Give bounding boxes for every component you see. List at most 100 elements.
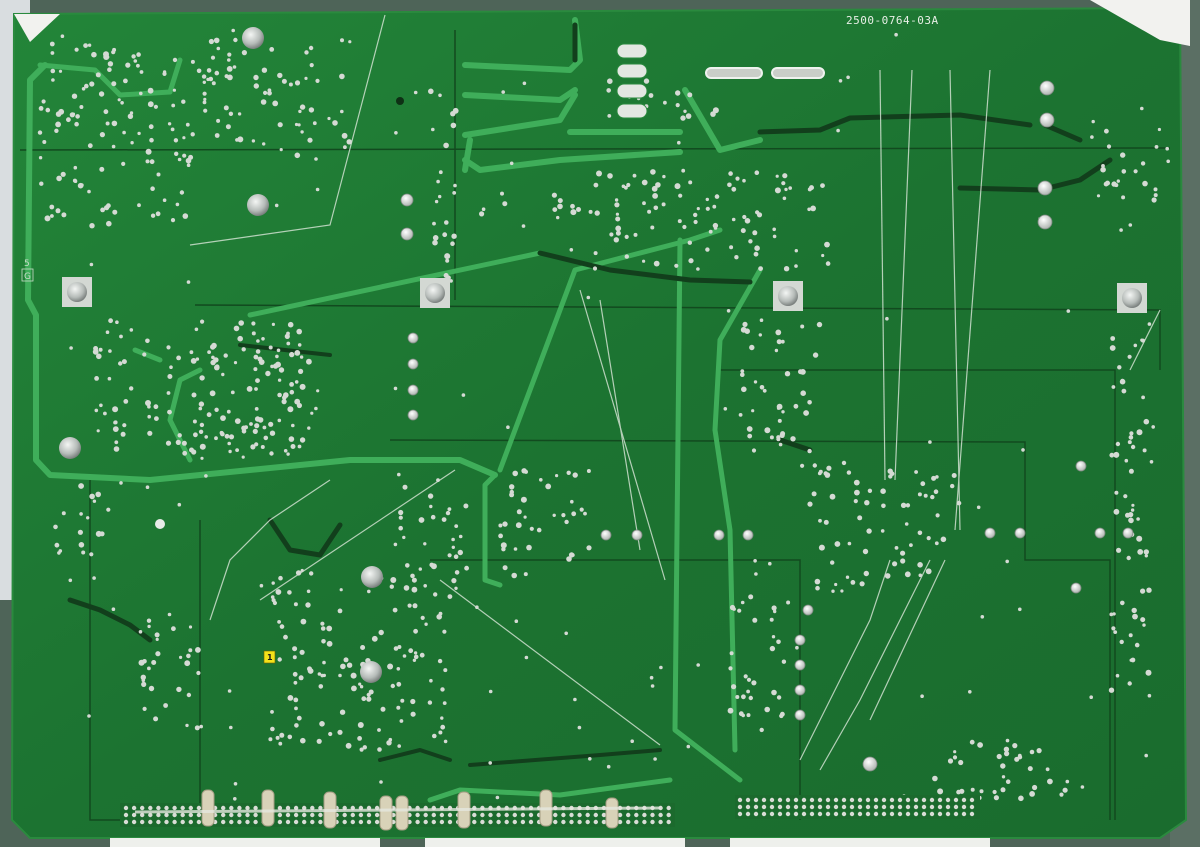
via-dot xyxy=(89,552,94,557)
via-dot xyxy=(552,207,558,213)
via-dot xyxy=(674,183,681,190)
via-dot xyxy=(263,90,268,95)
via-dot xyxy=(1117,365,1122,370)
via-dot xyxy=(150,213,156,218)
via-dot xyxy=(438,170,443,175)
via-dot xyxy=(315,78,320,83)
via-dot xyxy=(263,435,269,441)
via-dot xyxy=(396,705,401,710)
via-dot xyxy=(661,202,666,207)
via-dot xyxy=(432,239,438,246)
connector-pin xyxy=(769,797,775,803)
via-dot xyxy=(202,80,206,85)
via-dot xyxy=(199,443,206,450)
via-dot xyxy=(55,208,61,214)
via-dot xyxy=(396,667,401,671)
connector-pin xyxy=(921,797,927,803)
via-dot xyxy=(154,632,160,638)
via-dot xyxy=(1147,693,1152,698)
via-dot xyxy=(281,399,287,405)
via-dot xyxy=(54,542,60,548)
via-dot xyxy=(607,114,612,118)
via-dot xyxy=(1136,429,1143,436)
via-dot xyxy=(83,43,88,48)
via-dot xyxy=(107,67,112,72)
via-dot xyxy=(307,426,311,430)
via-dot xyxy=(340,38,344,43)
via-dot xyxy=(71,112,76,116)
via-dot xyxy=(917,562,923,568)
via-dot xyxy=(77,529,83,535)
via-dot xyxy=(207,350,212,354)
via-dot xyxy=(570,203,575,209)
connector-pin xyxy=(569,819,574,825)
via-dot xyxy=(343,657,349,663)
via-dot xyxy=(137,203,141,208)
via-dot xyxy=(287,321,294,328)
via-dot xyxy=(427,493,434,499)
via-dot xyxy=(773,609,777,614)
connector-pin xyxy=(617,819,623,825)
via-dot xyxy=(976,505,981,510)
via-dot xyxy=(1032,784,1038,791)
via-dot xyxy=(206,68,212,73)
via-dot xyxy=(278,741,283,746)
connector-pin xyxy=(969,804,975,810)
connector-pin xyxy=(277,812,283,818)
connector-pin xyxy=(929,797,935,803)
via-dot xyxy=(214,364,220,370)
via-dot xyxy=(294,152,301,159)
via-dot xyxy=(297,123,301,127)
connector-pin xyxy=(164,805,169,811)
connector-pin xyxy=(140,812,145,818)
via-dot xyxy=(522,81,527,86)
via-dot xyxy=(49,204,55,210)
via-dot xyxy=(129,386,134,391)
via-dot xyxy=(788,186,792,190)
connector-pin xyxy=(841,797,847,803)
via-dot xyxy=(306,589,311,594)
connector-pin xyxy=(921,811,927,817)
via-dot xyxy=(713,226,718,230)
via-dot xyxy=(204,435,208,439)
via-dot xyxy=(392,607,398,613)
via-dot xyxy=(196,670,201,676)
via-dot xyxy=(214,407,219,412)
via-dot xyxy=(818,544,825,551)
connector-pin xyxy=(634,812,639,818)
via-dot xyxy=(1109,612,1114,617)
via-dot xyxy=(992,789,997,795)
connector-pin xyxy=(229,805,234,811)
via-dot xyxy=(1111,181,1117,187)
via-dot xyxy=(293,602,298,607)
via-dot xyxy=(1132,613,1138,620)
via-dot xyxy=(214,133,220,138)
via-dot xyxy=(937,788,944,795)
via-dot xyxy=(423,542,427,546)
via-dot xyxy=(368,689,374,695)
via-dot xyxy=(889,471,895,477)
via-dot xyxy=(283,634,288,640)
via-dot xyxy=(184,660,191,667)
connector-pin xyxy=(666,812,671,818)
via-dot xyxy=(442,701,447,705)
via-dot xyxy=(959,788,965,794)
connector-pin xyxy=(745,811,751,817)
via-dot xyxy=(1027,766,1033,772)
connector-pin xyxy=(817,804,823,810)
via-dot xyxy=(147,624,151,629)
connector-pin xyxy=(793,804,799,810)
via-dot xyxy=(829,493,836,500)
connector-pin xyxy=(253,812,258,818)
via-dot xyxy=(260,99,267,105)
via-dot xyxy=(688,258,694,264)
connector-pin xyxy=(140,805,145,811)
connector-pin xyxy=(431,819,436,825)
via-dot xyxy=(92,576,96,580)
via-dot xyxy=(925,568,932,575)
via-dot xyxy=(228,449,232,454)
via-dot xyxy=(288,82,293,87)
via-dot xyxy=(317,672,322,676)
via-dot xyxy=(1131,607,1137,614)
connector-pin xyxy=(801,811,807,817)
